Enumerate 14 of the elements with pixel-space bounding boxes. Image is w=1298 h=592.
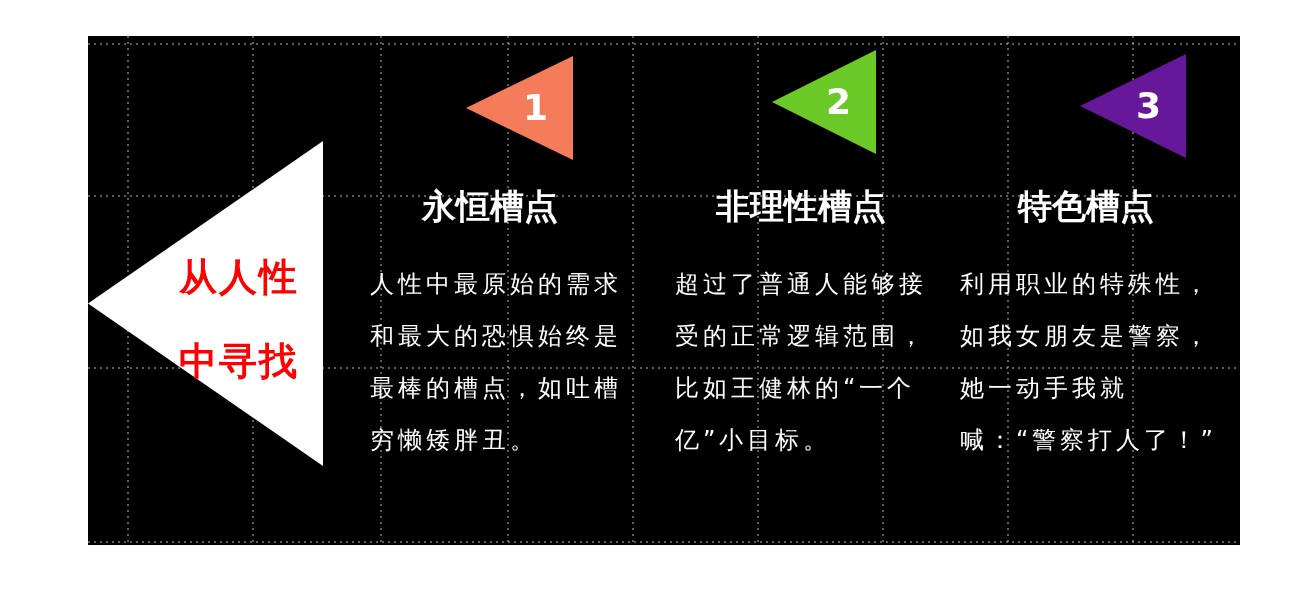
- column-heading: 非理性槽点: [715, 186, 887, 226]
- step-number: 1: [523, 88, 549, 128]
- number-triangle: [1080, 54, 1186, 158]
- number-triangle: [466, 56, 573, 160]
- number-triangle: [772, 50, 876, 154]
- triangle-label: 从人性中寻找: [178, 254, 300, 385]
- step-number: 3: [1136, 86, 1162, 126]
- column-heading: 特色槽点: [1016, 186, 1155, 226]
- description-text: 超过了普通人能够接受的正常逻辑范围，比如王健林的“一个亿”小目标。: [675, 269, 928, 456]
- pointer-triangle: [88, 141, 323, 466]
- description-text: 利用职业的特殊性，如我女朋友是警察，她一动手我就喊：“警察打人了！”: [960, 269, 1218, 456]
- column-heading: 永恒槽点: [420, 186, 559, 226]
- step-number: 2: [826, 82, 852, 122]
- description-text: 人性中最原始的需求和最大的恐惧始终是最棒的槽点，如吐槽穷懒矮胖丑。: [370, 269, 623, 456]
